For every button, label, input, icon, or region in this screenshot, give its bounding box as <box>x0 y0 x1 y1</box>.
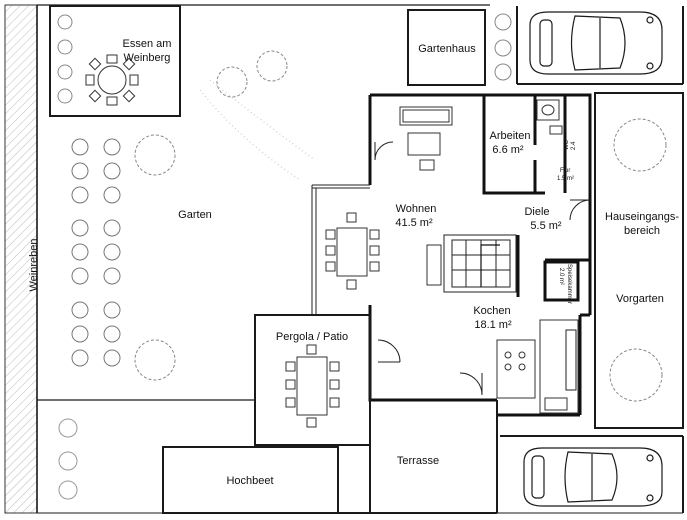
arbeiten-room <box>482 95 545 195</box>
parking-bottom <box>500 435 684 513</box>
vine-bushes-top <box>57 14 73 104</box>
essen-am-weinberg-area <box>49 5 181 117</box>
vorgarten-label: Vorgarten <box>616 293 664 305</box>
arbeiten-area: 6.6 m² <box>492 144 524 156</box>
pergola-patio <box>254 314 371 446</box>
entrance-door <box>569 199 591 221</box>
wohnen-furniture <box>399 106 453 171</box>
hochbeet-label: Hochbeet <box>226 475 273 487</box>
essen-label-line1: Essen am <box>123 38 172 50</box>
garden-trees-left <box>71 138 121 367</box>
diele-walls <box>516 235 590 297</box>
garten-label: Garten <box>178 209 212 221</box>
gartenhaus-building <box>407 9 486 86</box>
kitchen-counter <box>496 319 579 414</box>
staircase <box>426 234 517 293</box>
garden-path <box>199 79 316 181</box>
garden-large-trees <box>134 50 288 381</box>
wohnen-area: 41.5 m² <box>395 217 433 229</box>
essen-label-line2: Weinberg <box>124 52 171 64</box>
wc-label: WC <box>564 139 570 150</box>
flur-label: Flur <box>560 168 570 174</box>
hauseingang-label-line2: bereich <box>624 225 660 237</box>
bushes-bottom-left <box>58 418 78 500</box>
arbeiten-label: Arbeiten <box>490 130 531 142</box>
gartenhaus-label: Gartenhaus <box>418 43 476 55</box>
wohnen-label: Wohnen <box>396 203 437 215</box>
hauseingang-label-line1: Hauseingangs- <box>605 211 679 223</box>
vorgarten-area <box>594 92 684 429</box>
diele-label: Diele <box>524 206 549 218</box>
speisekammer-area: 2.0 m² <box>558 268 564 285</box>
car-top-icon <box>529 11 663 75</box>
terrasse-label: Terrasse <box>397 455 439 467</box>
pergola-label: Pergola / Patio <box>276 331 348 343</box>
speisekammer-label: Speisekammer <box>566 264 572 304</box>
wohnen-door <box>374 141 394 161</box>
flur-area: 1.5 m² <box>557 176 574 182</box>
wohnen-dining-table <box>325 212 380 290</box>
glazing-left <box>311 184 370 315</box>
car-bottom-icon <box>523 447 663 507</box>
dining-chairs <box>85 54 139 106</box>
weinreben-label: Weinreben <box>28 239 40 292</box>
parking-top <box>516 6 684 85</box>
kochen-doors <box>377 339 483 396</box>
diele-area: 5.5 m² <box>530 220 562 232</box>
bushes-column-right <box>494 13 512 81</box>
speisekammer-room <box>543 260 580 302</box>
kochen-area: 18.1 m² <box>474 319 512 331</box>
wc-room <box>536 95 567 193</box>
kochen-label: Kochen <box>473 305 510 317</box>
wc-area: 2.4 <box>571 141 577 150</box>
